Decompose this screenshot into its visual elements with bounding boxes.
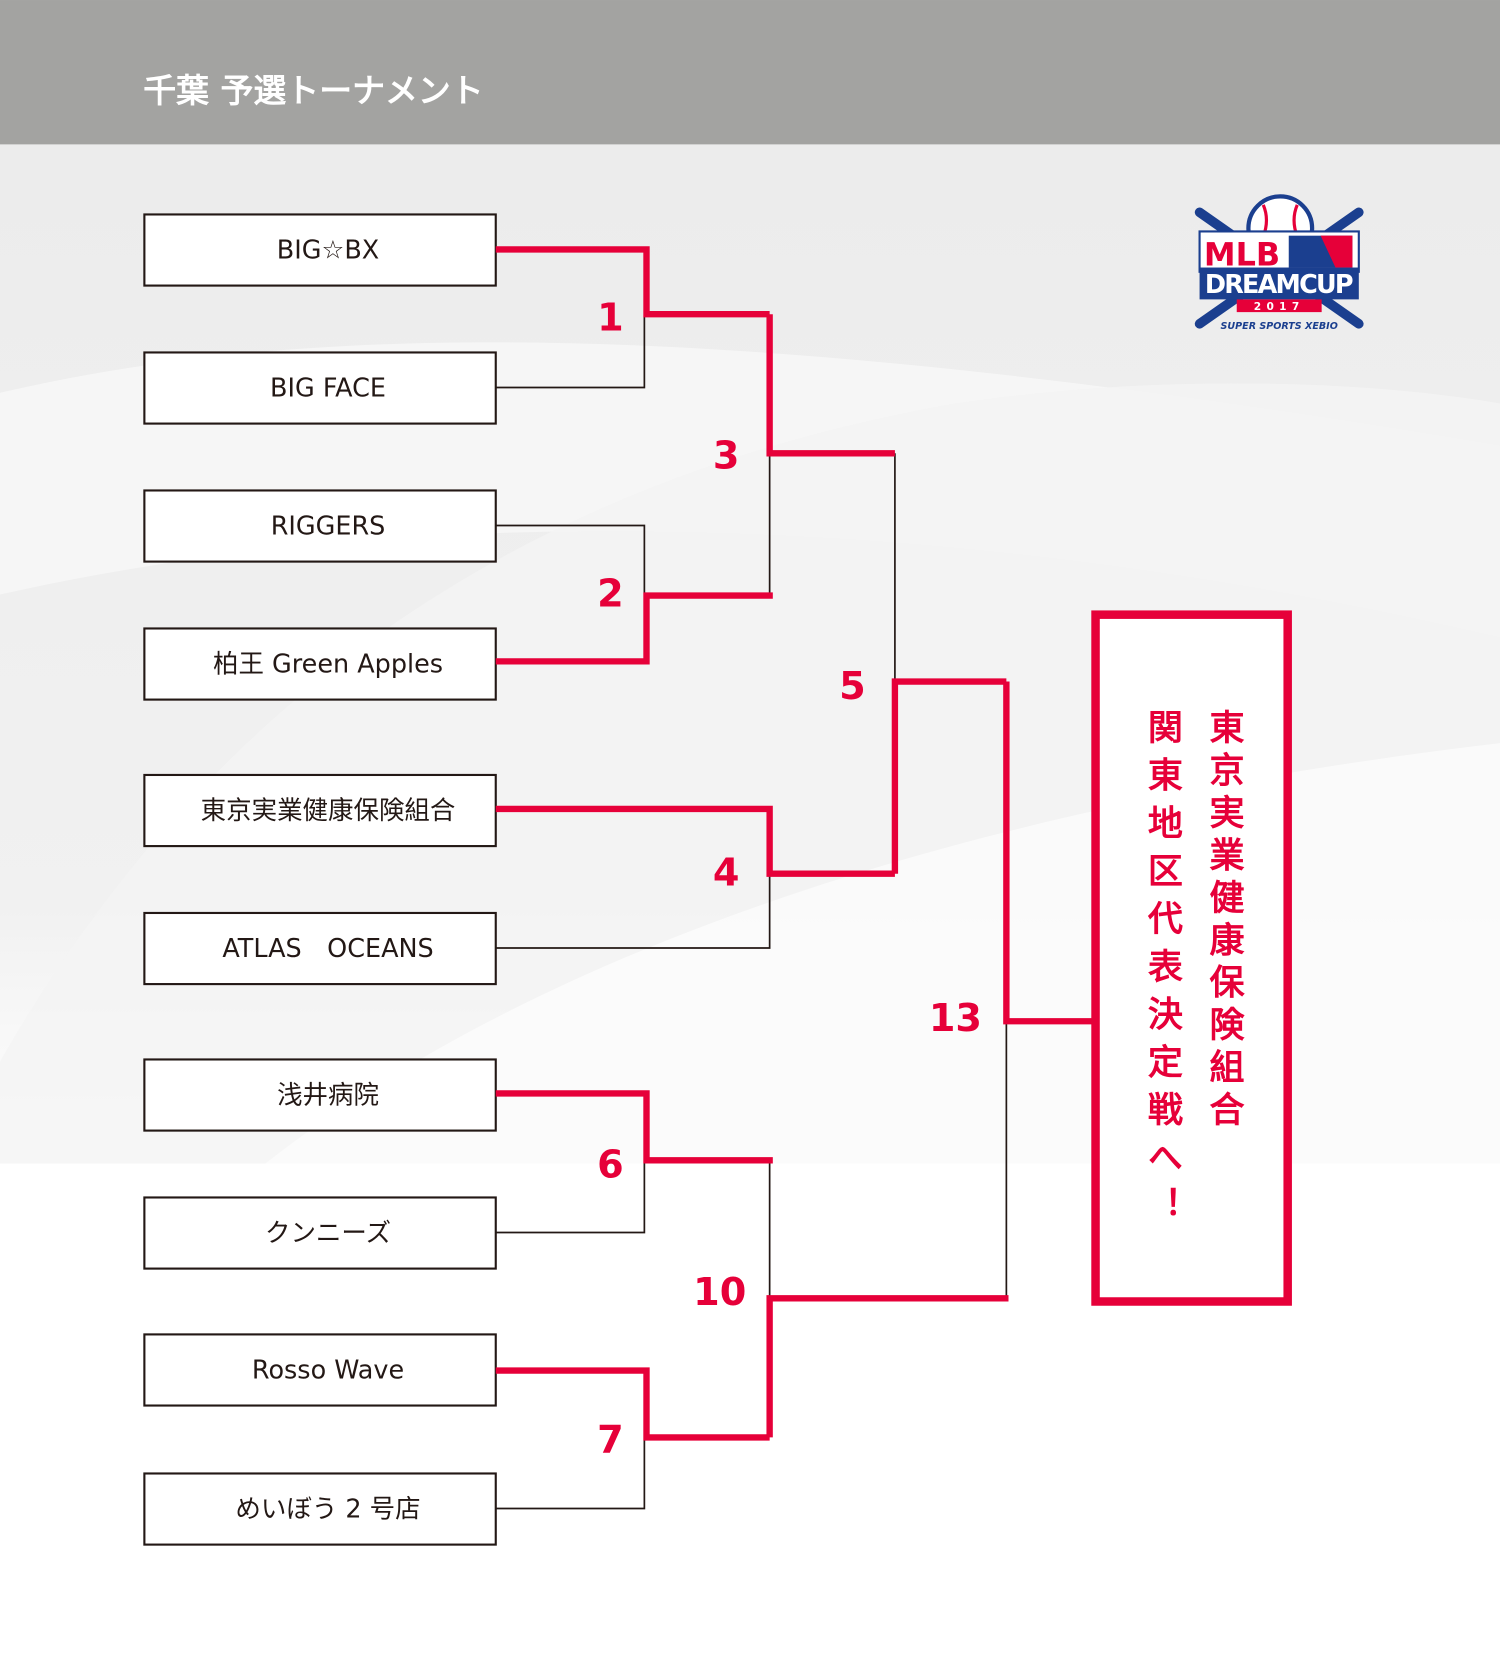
bracket-lines [495,314,1008,1510]
team-box: 東京実業健康保険組合 [143,773,497,848]
match-number: 6 [597,1144,624,1188]
team-box: BIG☆BX [143,213,497,287]
team-box-frame [143,489,497,563]
team-name: 東京実業健康保険組合 [201,796,456,826]
team-box: RIGGERS [143,489,497,563]
team-name: クンニーズ [265,1219,391,1249]
team-name: BIG☆BX [277,236,379,266]
team-box-frame [143,1472,497,1546]
team-box: ATLAS OCEANS [143,911,497,986]
team-box: 浅井病院 [143,1058,497,1132]
team-name: Rosso Wave [252,1356,404,1386]
team-name: 浅井病院 [277,1081,379,1111]
match-number: 3 [713,434,740,478]
winner-name: 東京実業健康保険組合 [1203,709,1244,1134]
logo-text: DREAMCUP [1205,270,1354,300]
team-box-frame [143,1333,497,1407]
team-box-frame [143,627,497,701]
final-result-box [1091,610,1292,1306]
team-box-frame [143,911,497,986]
team-name: RIGGERS [271,512,386,542]
match-number: 13 [929,997,982,1041]
header-bar [0,0,1500,145]
winning-path [495,246,1094,1441]
team-box-frame [143,351,497,425]
team-box: BIG FACE [143,351,497,425]
team-box-frame [143,1058,497,1132]
match-number: 10 [693,1271,746,1315]
team-name: 柏王 Green Apples [213,650,443,680]
match-number: 7 [597,1419,624,1463]
team-name: ATLAS OCEANS [222,934,433,964]
match-number: 1 [597,296,624,340]
page-title: 千葉 予選トーナメント [143,71,483,110]
logo-text: MLB [1204,235,1280,273]
team-box-frame [143,1196,497,1270]
team-name: めいぼう 2 号店 [235,1495,420,1525]
mlb-dreamcup-logo: MLB DREAMCUP 2017 SUPER SPORTS XEBIO [1194,194,1364,332]
team-box: 柏王 Green Apples [143,627,497,701]
match-number: 4 [713,852,740,896]
match-number: 2 [597,572,624,616]
team-name: BIG FACE [270,374,386,404]
team-box: クンニーズ [143,1196,497,1270]
team-box: Rosso Wave [143,1333,497,1407]
result-message: 関東地区代表決定戦へ！ [1142,709,1184,1234]
team-box: めいぼう 2 号店 [143,1472,497,1546]
logo-sponsor: SUPER SPORTS XEBIO [1221,321,1338,332]
logo-year: 2017 [1254,300,1305,313]
team-box-frame [143,773,497,848]
match-number: 5 [839,665,866,709]
